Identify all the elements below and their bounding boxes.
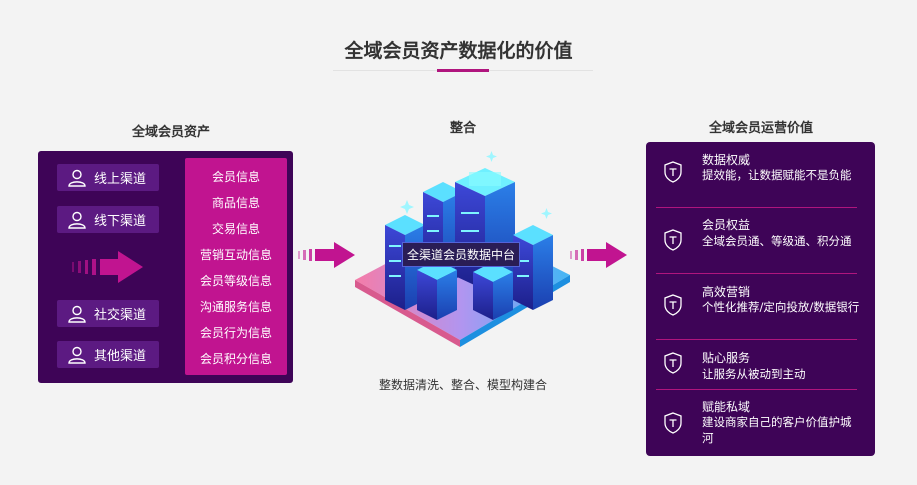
shield-icon xyxy=(664,412,682,434)
channel-label: 社交渠道 xyxy=(94,308,147,323)
flow-arrow-icon xyxy=(298,242,355,268)
title-accent-bar xyxy=(437,69,489,72)
arrow-right-icon xyxy=(72,251,143,283)
data-hub-label: 全渠道会员数据中台 xyxy=(402,242,520,267)
integration-caption: 整数据清洗、整合、模型构建合 xyxy=(378,378,547,392)
user-icon xyxy=(68,211,86,229)
value-description: 让服务从被动到主动 xyxy=(702,367,806,381)
info-item: 商品信息 xyxy=(211,196,260,210)
value-divider xyxy=(656,273,857,274)
value-description: 个性化推荐/定向投放/数据银行 xyxy=(702,300,860,314)
channel-label: 其他渠道 xyxy=(94,349,147,364)
flow-arrow-icon xyxy=(570,242,627,268)
operation-value-panel xyxy=(646,142,875,456)
user-icon xyxy=(68,346,86,364)
shield-icon xyxy=(664,161,682,183)
value-description: 全域会员通、等级通、积分通 xyxy=(702,234,852,248)
value-divider xyxy=(656,389,857,390)
info-item: 营销互动信息 xyxy=(199,248,272,262)
channel-social: 社交渠道 xyxy=(57,300,159,327)
value-title: 赋能私域 xyxy=(702,400,751,414)
channel-label: 线上渠道 xyxy=(94,172,147,187)
channel-online: 线上渠道 xyxy=(57,164,159,191)
value-description: 建设商家自己的客户价值护城河 xyxy=(702,415,852,445)
value-description: 提效能，让数据赋能不是负能 xyxy=(702,168,852,182)
value-title: 会员权益 xyxy=(702,218,751,232)
info-item: 沟通服务信息 xyxy=(199,300,272,314)
channel-other: 其他渠道 xyxy=(57,341,159,368)
info-item: 会员等级信息 xyxy=(199,274,272,288)
page-title: 全域会员资产数据化的价值 xyxy=(344,40,573,62)
info-item: 会员行为信息 xyxy=(199,326,272,340)
column-heading-left: 全域会员资产 xyxy=(131,125,210,140)
value-title: 数据权威 xyxy=(702,153,751,167)
channel-label: 线下渠道 xyxy=(94,214,147,229)
value-title: 贴心服务 xyxy=(702,351,751,365)
value-divider xyxy=(656,207,857,208)
shield-icon xyxy=(664,294,682,316)
value-title: 高效营销 xyxy=(702,285,751,299)
user-icon xyxy=(68,169,86,187)
user-icon xyxy=(68,305,86,323)
column-heading-middle: 整合 xyxy=(449,121,476,136)
column-heading-right: 全域会员运营价值 xyxy=(708,121,813,136)
shield-icon xyxy=(664,352,682,374)
shield-icon xyxy=(664,229,682,251)
info-item: 会员信息 xyxy=(211,170,260,184)
member-info-list xyxy=(185,158,287,375)
info-item: 交易信息 xyxy=(211,222,260,236)
info-item: 会员积分信息 xyxy=(199,352,272,366)
value-divider xyxy=(656,339,857,340)
channel-offline: 线下渠道 xyxy=(57,206,159,233)
